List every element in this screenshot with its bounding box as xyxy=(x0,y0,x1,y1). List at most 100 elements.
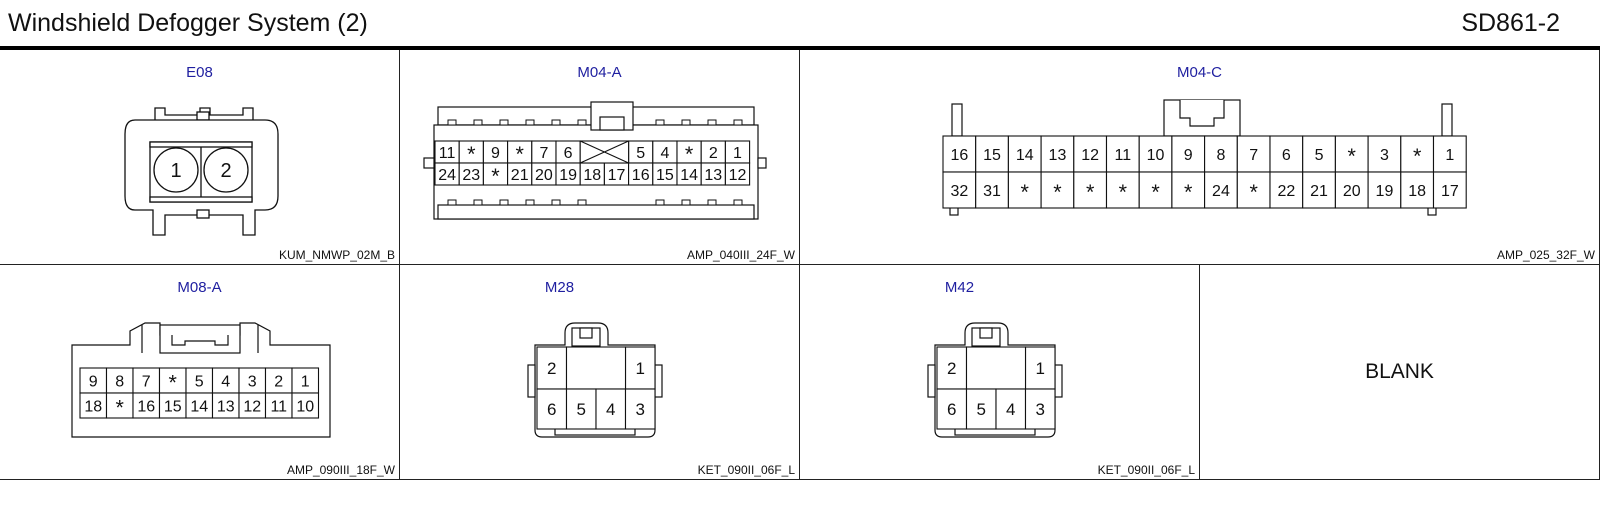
pin-1-label: 1 xyxy=(170,160,181,182)
pin-number: 4 xyxy=(606,400,615,419)
connector-name: M28 xyxy=(544,279,575,296)
pin-unused-mark: * xyxy=(1086,179,1095,204)
pin-number: 6 xyxy=(547,400,556,419)
pin-cavity xyxy=(595,388,627,430)
pin-number: 23 xyxy=(462,167,480,184)
pin-number: 7 xyxy=(539,145,548,162)
connector-type: KET_090II_06F_L xyxy=(1097,463,1195,477)
pin-number: 6 xyxy=(947,400,956,419)
pin-number: 9 xyxy=(89,373,98,390)
pin-unused-mark: * xyxy=(515,141,524,166)
pin-cavity xyxy=(1171,171,1206,209)
pin-cavity xyxy=(1236,135,1271,173)
pin-number: 11 xyxy=(270,398,287,415)
pin-number: 13 xyxy=(1049,147,1067,164)
pin-number: 3 xyxy=(1036,400,1045,419)
pin-cavity xyxy=(1334,171,1369,209)
pin-number: 14 xyxy=(680,167,698,184)
page-title: Windshield Defogger System (2) xyxy=(8,9,368,37)
pin-number: 5 xyxy=(977,400,986,419)
pin-cavity xyxy=(942,135,977,173)
pin-number: 1 xyxy=(1445,147,1454,164)
pin-unused-mark: * xyxy=(1413,143,1422,168)
pin-cavity xyxy=(1007,135,1042,173)
pin-cavity xyxy=(1269,135,1304,173)
pin-cavity xyxy=(1204,171,1238,209)
pin-number: 6 xyxy=(564,145,573,162)
pin-cavity xyxy=(264,392,293,419)
latch-housing xyxy=(965,346,1027,390)
pin-number: 6 xyxy=(1282,147,1291,164)
pin-cavity xyxy=(1040,171,1075,209)
pin-number: 1 xyxy=(733,145,742,162)
pin-cavity xyxy=(995,388,1027,430)
connector-name: M08-A xyxy=(177,279,222,296)
pin-cavity xyxy=(936,388,968,430)
pin-cavity xyxy=(185,392,214,419)
pin-number: 9 xyxy=(1184,147,1193,164)
pin-cavity xyxy=(536,346,568,390)
pin-number: 1 xyxy=(636,359,645,378)
pin-cavity xyxy=(1007,171,1042,209)
pin-number: 24 xyxy=(1212,183,1230,200)
pin-number: 16 xyxy=(137,398,155,415)
pin-unused-mark: * xyxy=(1249,179,1258,204)
pin-number: 5 xyxy=(195,373,204,390)
pin-unused-mark: * xyxy=(169,369,178,394)
pin-number: 21 xyxy=(511,167,529,184)
pin-number: 8 xyxy=(1216,147,1225,164)
pin-cavity xyxy=(565,388,597,430)
pin-number: 15 xyxy=(983,147,1001,164)
pin-unused-mark: * xyxy=(467,141,476,166)
pin-number: 32 xyxy=(950,183,968,200)
pin-number: 4 xyxy=(1006,400,1015,419)
pin-number: 1 xyxy=(301,373,310,390)
pin-number: 15 xyxy=(164,398,182,415)
pin-number: 3 xyxy=(636,400,645,419)
pin-cavity xyxy=(291,367,320,394)
pin-number: 7 xyxy=(142,373,151,390)
connector-type: KUM_NMWP_02M_B xyxy=(278,248,395,262)
pin-number: 8 xyxy=(115,373,124,390)
pin-number: 15 xyxy=(656,167,674,184)
pin-number: 2 xyxy=(947,359,956,378)
pin-number: 16 xyxy=(632,167,650,184)
bottom-area xyxy=(0,480,1600,507)
connector-name: M42 xyxy=(944,279,975,296)
pin-number: 19 xyxy=(1376,183,1394,200)
pin-number: 5 xyxy=(636,145,645,162)
pin-cavity xyxy=(105,392,134,419)
connector-type: KET_090II_06F_L xyxy=(697,463,795,477)
pin-cavity xyxy=(211,367,240,394)
pin-number: 2 xyxy=(274,373,283,390)
pin-number: 4 xyxy=(221,373,230,390)
connector-name: M04-A xyxy=(577,64,622,81)
pin-unused-mark: * xyxy=(1348,143,1357,168)
pin-number: 12 xyxy=(243,398,261,415)
pin-cavity xyxy=(1367,171,1402,209)
pin-number: 11 xyxy=(439,145,456,162)
pin-cavity xyxy=(1073,135,1108,173)
pin-unused-mark: * xyxy=(1053,179,1062,204)
pin-cavity xyxy=(536,388,568,430)
pin-number: 18 xyxy=(84,398,102,415)
pin-number: 16 xyxy=(950,147,968,164)
connector-type: AMP_040III_24F_W xyxy=(686,248,795,262)
pin-number: 17 xyxy=(1441,183,1459,200)
pin-number: 5 xyxy=(1315,147,1324,164)
pin-cavity xyxy=(79,367,108,394)
pin-number: 11 xyxy=(1115,147,1132,164)
pin-number: 7 xyxy=(1249,147,1258,164)
pin-number: 20 xyxy=(1343,183,1361,200)
pin-number: 18 xyxy=(583,167,601,184)
pin-number: 31 xyxy=(983,183,1001,200)
pin-cavity xyxy=(1302,171,1336,209)
